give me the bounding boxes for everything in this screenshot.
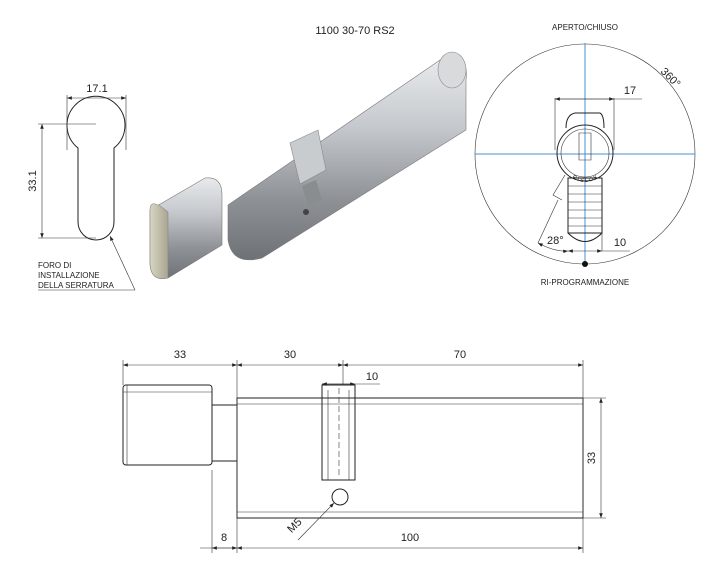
brand-letters-path: R I S L O K (571, 174, 599, 184)
keyhole-note-line-3: DELLA SERRATURA (38, 281, 115, 290)
dim-neck: 8 (221, 532, 227, 544)
keyhole-note-line-1: FORO DI (38, 261, 71, 270)
drawing-title: 1100 30-70 RS2 (315, 25, 394, 37)
cam-rotation-view: APERTO/CHIUSO 360° 17 R I S L O K 28° 10… (474, 23, 696, 287)
brand-letters: R I S L O K (571, 174, 599, 184)
keyhole-height-dim: 33.1 (27, 170, 39, 191)
dim-knob-length: 33 (174, 349, 186, 361)
cam-width-dim: 17 (624, 85, 636, 97)
dim-total-length: 100 (401, 532, 419, 544)
cylinder-3d-render (149, 51, 467, 279)
cam-thickness-dim: 10 (614, 237, 626, 249)
open-close-label: APERTO/CHIUSO (552, 23, 618, 32)
side-view: 33 30 70 10 33 8 100 M5 (122, 349, 606, 553)
dim-cam-width: 10 (366, 371, 378, 383)
dim-front-length: 30 (284, 349, 296, 361)
keyhole-width-dim: 17.1 (86, 83, 107, 95)
rotation-angle: 360° (658, 66, 683, 91)
cam-angle: 28° (547, 235, 564, 247)
keyhole-note-line-2: INSTALLAZIONE (38, 271, 100, 280)
keyhole-profile: 17.1 33.1 FORO DI INSTALLAZIONE DELLA SE… (27, 83, 136, 291)
thread-size: M5 (285, 516, 304, 535)
dim-body-height: 33 (586, 452, 598, 464)
dim-back-length: 70 (454, 349, 466, 361)
reprogramming-label: RI-PROGRAMMAZIONE (541, 278, 629, 287)
knurl-lines (568, 185, 602, 227)
